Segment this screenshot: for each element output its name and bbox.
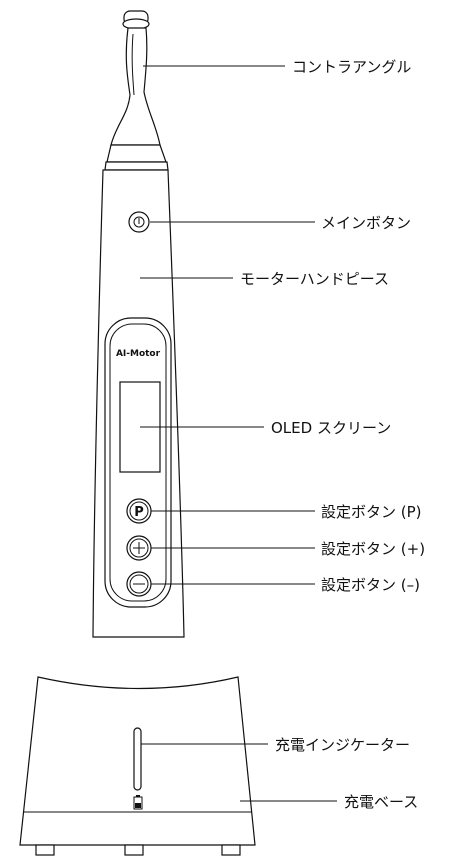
label-contra-angle: コントラアングル (292, 58, 411, 76)
label-oled-screen: OLED スクリーン (271, 419, 391, 437)
label-charge-base: 充電ベース (344, 793, 418, 811)
device-brand-text: AI-Motor (116, 349, 161, 359)
set-button-p[interactable]: P (126, 498, 152, 524)
set-button-p-letter: P (134, 505, 144, 520)
set-button-plus[interactable] (126, 535, 152, 561)
label-charge-indicator: 充電インジケーター (275, 736, 410, 754)
label-set-button-plus: 設定ボタン (+) (321, 540, 425, 558)
set-button-minus[interactable] (126, 571, 152, 597)
battery-icon (133, 795, 143, 810)
label-motor-handpiece: モーターハンドピース (240, 270, 389, 288)
label-main-button: メインボタン (321, 214, 411, 232)
charge-indicator (133, 727, 142, 791)
contra-angle (104, 10, 169, 171)
label-set-button-p: 設定ボタン (P) (321, 503, 422, 521)
main-button[interactable] (128, 211, 150, 233)
label-set-button-minus: 設定ボタン (–) (321, 576, 420, 594)
